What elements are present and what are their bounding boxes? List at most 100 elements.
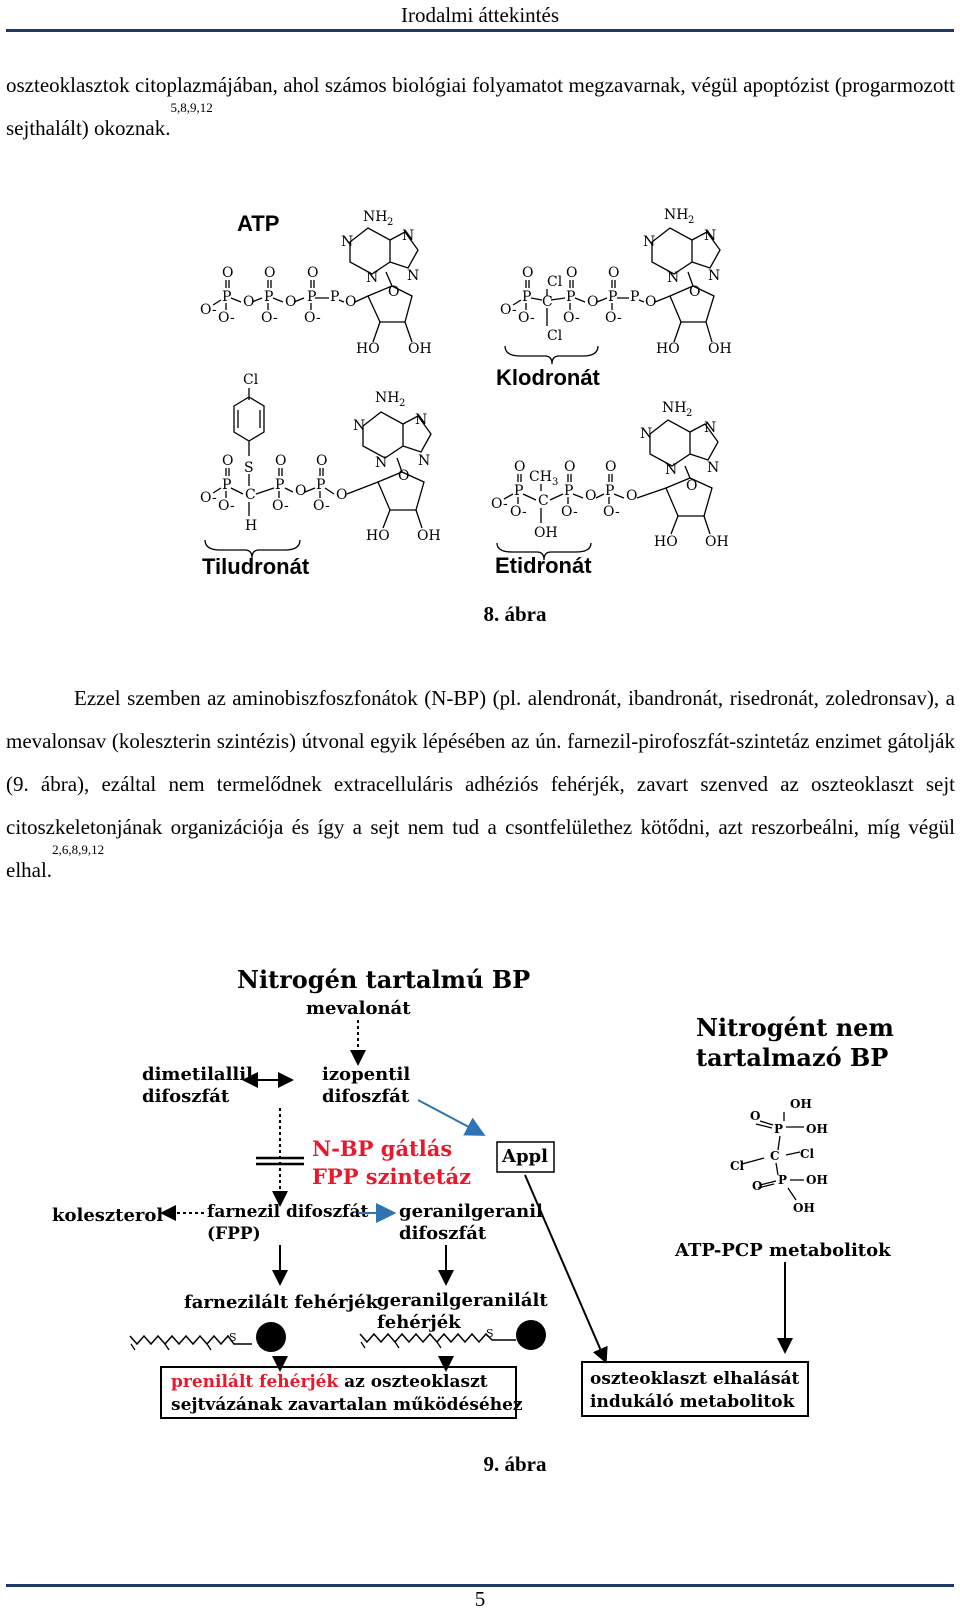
- svg-text:O: O: [564, 459, 575, 475]
- svg-text:O: O: [522, 265, 533, 281]
- fig9-geranil-2: difoszfát: [399, 1223, 487, 1244]
- figure-8: ATP O O O P P P P O- O O O- O- O- O O HO…: [200, 207, 732, 579]
- svg-text:O-: O-: [491, 496, 508, 512]
- svg-text:C: C: [542, 294, 553, 310]
- fig9-appl: Appl: [501, 1146, 548, 1167]
- svg-text:Cl: Cl: [547, 274, 563, 290]
- svg-text:2: 2: [686, 408, 692, 419]
- fig9-farnezil-2: (FPP): [207, 1224, 261, 1244]
- fig9-s-1: S: [229, 1331, 237, 1344]
- svg-text:N: N: [704, 420, 716, 436]
- svg-text:O: O: [585, 488, 596, 504]
- svg-text:P: P: [316, 477, 325, 493]
- fig9-farnezil-1: farnezil difoszfát: [207, 1202, 368, 1222]
- svg-text:OH: OH: [806, 1173, 828, 1187]
- svg-text:O-: O-: [218, 310, 235, 326]
- svg-text:OH: OH: [534, 525, 558, 541]
- svg-text:Cl: Cl: [730, 1159, 745, 1173]
- svg-text:O: O: [566, 265, 577, 281]
- svg-text:S: S: [244, 460, 254, 476]
- svg-text:P: P: [605, 483, 614, 499]
- svg-text:HO: HO: [656, 341, 680, 357]
- svg-text:Cl: Cl: [243, 372, 259, 388]
- fig9-box1-line2: sejtvázának zavartalan működéséhez: [171, 1395, 523, 1415]
- svg-text:O-: O-: [261, 310, 278, 326]
- fig9-fpp-szintetaz: FPP szintetáz: [312, 1164, 471, 1189]
- svg-text:N: N: [418, 453, 430, 469]
- klodronat-label: Klodronát: [496, 365, 601, 390]
- figure-9: Nitrogén tartalmú BP mevalonát dimetilal…: [52, 965, 894, 1419]
- paragraph-1-text: oszteoklasztok citoplazmájában, ahol szá…: [6, 73, 955, 140]
- svg-text:O: O: [608, 265, 619, 281]
- svg-text:HO: HO: [366, 528, 390, 544]
- fig9-title-left: Nitrogén tartalmú BP: [237, 965, 530, 994]
- svg-text:2: 2: [399, 398, 405, 409]
- fig9-farnezilalt: farnezilált fehérjék: [184, 1292, 379, 1313]
- svg-text:O: O: [345, 294, 356, 310]
- header-title: Irodalmi áttekintés: [400, 3, 560, 27]
- svg-text:O: O: [307, 265, 318, 281]
- fig9-s-2: S: [486, 1327, 494, 1340]
- svg-text:P: P: [564, 483, 573, 499]
- svg-text:NH: NH: [363, 209, 387, 225]
- svg-text:C: C: [770, 1149, 780, 1163]
- svg-text:O-: O-: [603, 504, 620, 520]
- paragraph-2-ref: 2,6,8,9,12: [52, 842, 105, 857]
- svg-text:O: O: [514, 459, 525, 475]
- footer-rule: [6, 1584, 954, 1587]
- svg-text:P: P: [264, 289, 273, 305]
- svg-text:2: 2: [688, 215, 694, 226]
- svg-text:Cl: Cl: [547, 328, 563, 344]
- svg-text:O: O: [295, 483, 306, 499]
- svg-text:H: H: [245, 518, 257, 534]
- fig9-title-right-1: Nitrogént nem: [696, 1013, 894, 1042]
- svg-text:NH: NH: [662, 400, 686, 416]
- paragraph-1: oszteoklasztok citoplazmájában, ahol szá…: [6, 64, 955, 150]
- svg-text:O-: O-: [563, 310, 580, 326]
- svg-text:O: O: [752, 1179, 762, 1193]
- svg-text:N: N: [667, 270, 679, 286]
- svg-text:P: P: [307, 289, 316, 305]
- svg-text:CH: CH: [529, 469, 552, 485]
- svg-text:P: P: [222, 289, 231, 305]
- fig9-izopentil-1: izopentil: [322, 1064, 410, 1085]
- svg-text:O-: O-: [200, 302, 217, 318]
- svg-text:HO: HO: [654, 534, 678, 550]
- svg-text:O: O: [285, 294, 296, 310]
- svg-text:O-: O-: [500, 302, 517, 318]
- svg-text:O-: O-: [218, 498, 235, 514]
- svg-text:NH: NH: [664, 207, 688, 223]
- svg-text:NH: NH: [375, 390, 399, 406]
- svg-text:O-: O-: [200, 490, 217, 506]
- svg-text:O: O: [316, 453, 327, 469]
- fig9-box2-line1: oszteoklaszt elhalását: [590, 1369, 800, 1389]
- fig9-title-right-2: tartalmazó BP: [696, 1043, 888, 1072]
- svg-text:O-: O-: [304, 310, 321, 326]
- svg-text:P: P: [522, 289, 531, 305]
- klodronat-structure: O Cl O O P C P P P O- O O- O- O- Cl O O …: [500, 207, 732, 357]
- fig9-koleszterol: koleszterol: [52, 1205, 163, 1226]
- svg-text:P: P: [774, 1122, 783, 1136]
- paragraph-2: Ezzel szemben az aminobiszfoszfonátok (N…: [6, 677, 955, 892]
- fig9-nbp-gatlas: N-BP gátlás: [312, 1136, 452, 1161]
- svg-text:O-: O-: [605, 310, 622, 326]
- page-number: 5: [474, 1587, 486, 1611]
- fig9-geranilalt-2: fehérjék: [377, 1312, 461, 1333]
- fig9-geranil-1: geranilgeranil: [399, 1201, 543, 1222]
- svg-text:O: O: [605, 459, 616, 475]
- svg-text:O-: O-: [313, 498, 330, 514]
- fig9-box1-line1: prenilált fehérjék az oszteoklaszt: [171, 1372, 488, 1392]
- svg-text:N: N: [643, 234, 655, 250]
- svg-text:OH: OH: [793, 1201, 815, 1215]
- svg-text:O: O: [626, 488, 637, 504]
- atp-structure: O O O P P P P O- O O O- O- O- O O HO OH …: [200, 209, 432, 357]
- svg-text:C: C: [538, 493, 549, 509]
- fig9-blue-arrow-appl: [417, 1099, 486, 1136]
- svg-text:O: O: [689, 284, 700, 300]
- svg-text:N: N: [353, 418, 365, 434]
- svg-text:OH: OH: [806, 1122, 828, 1136]
- fig9-dimetilallil-2: difoszfát: [142, 1086, 230, 1107]
- svg-text:P: P: [275, 477, 284, 493]
- svg-text:O: O: [243, 294, 254, 310]
